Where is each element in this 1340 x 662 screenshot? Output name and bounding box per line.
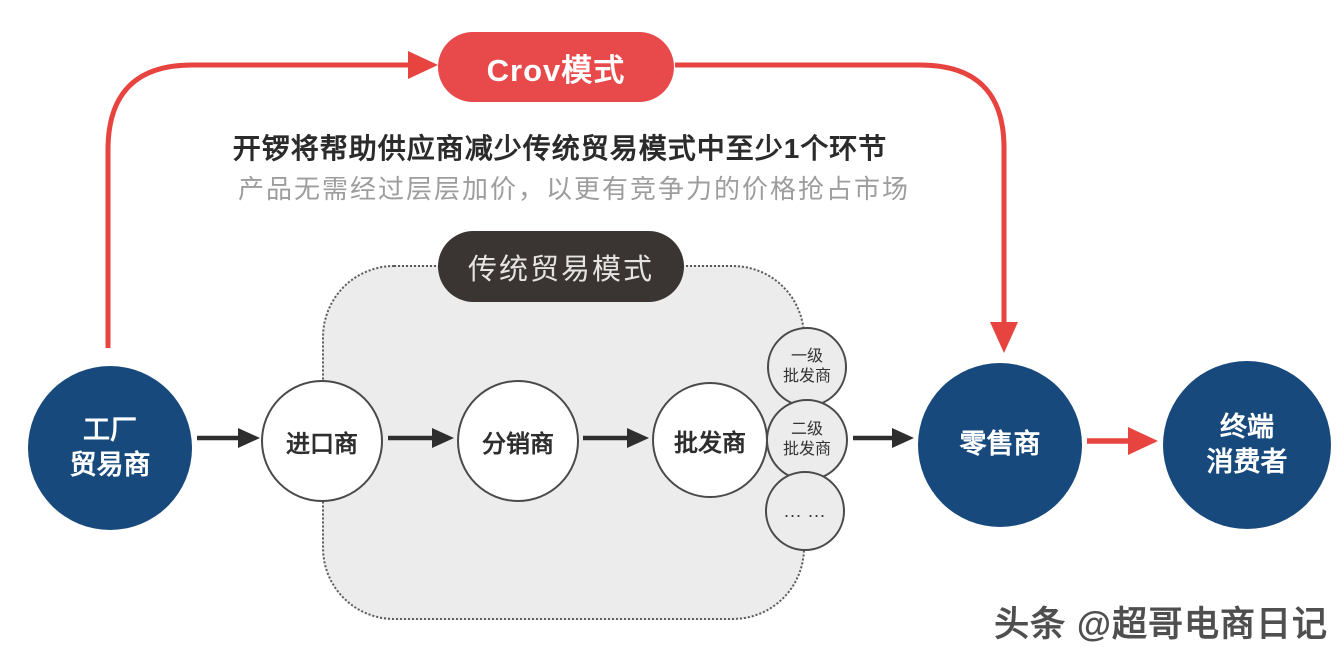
node-distributor: 分销商 <box>457 380 579 502</box>
crov-model-pill: Crov模式 <box>438 32 674 102</box>
red-curve-crov-to-retailer <box>675 62 1007 324</box>
node-end-consumer: 终端 消费者 <box>1163 361 1331 529</box>
traditional-model-pill: 传统贸易模式 <box>438 231 684 302</box>
arrowhead-importer-distributor <box>432 428 454 448</box>
red-arrowhead-to-crov <box>408 51 438 79</box>
subtitle-text: 产品无需经过层层加价，以更有竞争力的价格抢占市场 <box>237 174 910 204</box>
node-level1-wholesaler: 一级 批发商 <box>767 327 847 407</box>
arrowhead-retailer-consumer <box>1128 427 1158 455</box>
red-arrowhead-to-retailer <box>990 322 1018 353</box>
node-importer: 进口商 <box>261 380 383 502</box>
node-more-wholesalers: ... ... <box>765 471 845 551</box>
node-factory-trader: 工厂 贸易商 <box>28 366 192 530</box>
node-retailer: 零售商 <box>918 363 1082 527</box>
headline-text: 开锣将帮助供应商减少传统贸易模式中至少1个环节 <box>232 133 888 164</box>
arrowhead-factory-importer <box>238 428 260 448</box>
node-level2-wholesaler: 二级 批发商 <box>766 399 848 481</box>
watermark-text: 头条 @超哥电商日记 <box>994 605 1328 644</box>
node-wholesaler: 批发商 <box>652 382 768 498</box>
red-curve-factory-to-crov <box>105 62 410 348</box>
arrowhead-wholesaler-retailer <box>892 428 914 448</box>
arrowhead-distributor-wholesaler <box>627 428 649 448</box>
